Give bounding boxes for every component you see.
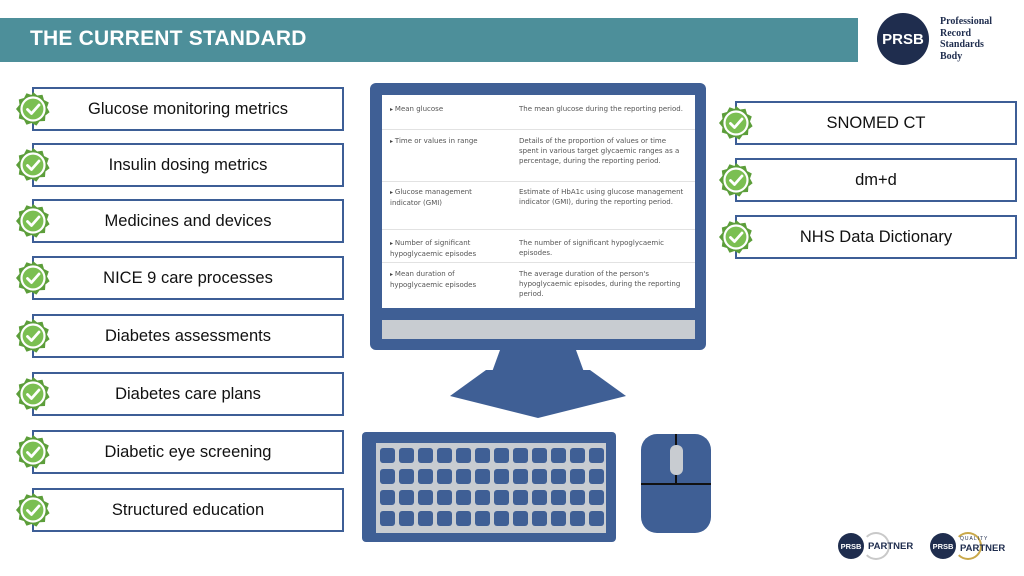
partner-ring	[862, 532, 890, 560]
keyboard-key	[380, 511, 395, 526]
keyboard-key	[589, 490, 604, 505]
keyboard-key	[494, 469, 509, 484]
logo-wordmark: Professional Record Standards Body	[940, 16, 1020, 62]
terminology-item-nhs-data-dictionary: NHS Data Dictionary	[735, 215, 1017, 259]
keyboard-key	[494, 448, 509, 463]
standard-item-structured-education: Structured education	[32, 488, 344, 532]
standard-item-eye-screening: Diabetic eye screening	[32, 430, 344, 474]
screen-definition: Details of the proportion of values or t…	[519, 137, 680, 165]
monitor-screen: Mean glucose The mean glucose during the…	[382, 95, 695, 308]
keyboard-key	[513, 490, 528, 505]
screen-row: Mean duration of hypoglycaemic episodes …	[382, 269, 695, 303]
quality-partner-label: PARTNER	[960, 543, 1006, 554]
keyboard-key	[475, 469, 490, 484]
keyboard-key	[437, 511, 452, 526]
keyboard-key	[551, 448, 566, 463]
logo-line: Standards	[940, 39, 984, 50]
keyboard-key	[399, 490, 414, 505]
title-bar: THE CURRENT STANDARD	[0, 18, 858, 62]
terminology-item-dmd: dm+d	[735, 158, 1017, 202]
keyboard-key	[570, 448, 585, 463]
logo-line: Professional	[940, 16, 993, 27]
screen-term: Mean duration of hypoglycaemic episodes	[390, 269, 498, 290]
screen-term: Time or values in range	[390, 136, 498, 147]
keyboard-key	[475, 490, 490, 505]
mouse-illustration	[641, 434, 711, 533]
screen-definition: The average duration of the person's hyp…	[519, 270, 681, 298]
logo-line: Body	[940, 50, 963, 62]
keyboard-key	[380, 448, 395, 463]
terminology-item-snomed: SNOMED CT	[735, 101, 1017, 145]
standard-item-diabetes-care-plans: Diabetes care plans	[32, 372, 344, 416]
standard-item-diabetes-assessments: Diabetes assessments	[32, 314, 344, 358]
quality-ring	[954, 532, 982, 560]
standard-item-medicines-devices: Medicines and devices	[32, 199, 344, 243]
keyboard-key	[513, 448, 528, 463]
partner-label: PARTNER	[868, 541, 914, 552]
keyboard-key	[456, 490, 471, 505]
screen-term: Glucose management indicator (GMI)	[390, 187, 498, 208]
screen-row: Glucose management indicator (GMI) Estim…	[382, 187, 695, 230]
keyboard-key	[494, 511, 509, 526]
keyboard-key	[532, 448, 547, 463]
logo-line: Record	[940, 27, 972, 39]
keyboard-key	[437, 469, 452, 484]
keyboard-key	[418, 448, 433, 463]
screen-definition: Estimate of HbA1c using glucose manageme…	[519, 188, 684, 206]
keyboard-key	[380, 490, 395, 505]
keyboard-key	[399, 511, 414, 526]
standard-item-insulin-dosing: Insulin dosing metrics	[32, 143, 344, 187]
keyboard-key	[589, 448, 604, 463]
keyboard-key	[456, 448, 471, 463]
keyboard-key	[513, 511, 528, 526]
keyboard-key	[475, 511, 490, 526]
quality-partner-logo: PRSB QUALITY PARTNER	[930, 532, 1016, 560]
monitor-neck	[492, 350, 584, 372]
keyboard-key	[418, 469, 433, 484]
keyboard-key	[513, 469, 528, 484]
standard-item-glucose-monitoring: Glucose monitoring metrics	[32, 87, 344, 131]
logo-mark: PRSB	[882, 30, 924, 48]
keyboard-key	[570, 511, 585, 526]
keyboard-key	[399, 469, 414, 484]
keyboard-key	[456, 511, 471, 526]
keyboard-key	[551, 511, 566, 526]
keyboard-keys	[376, 443, 606, 533]
keyboard-key	[475, 448, 490, 463]
monitor-screen-bar	[382, 320, 695, 339]
keyboard-key	[532, 511, 547, 526]
standard-item-nice-care-processes: NICE 9 care processes	[32, 256, 344, 300]
screen-row: Time or values in range Details of the p…	[382, 136, 695, 182]
screen-row: Number of significant hypoglycaemic epis…	[382, 238, 695, 263]
screen-definition: The mean glucose during the reporting pe…	[519, 105, 683, 113]
keyboard-key	[532, 469, 547, 484]
screen-term: Mean glucose	[390, 104, 498, 115]
keyboard-key	[437, 490, 452, 505]
keyboard-key	[418, 511, 433, 526]
keyboard-key	[399, 448, 414, 463]
keyboard-key	[551, 469, 566, 484]
keyboard-key	[380, 469, 395, 484]
keyboard-key	[570, 469, 585, 484]
keyboard-key	[589, 511, 604, 526]
monitor-base	[450, 370, 626, 418]
keyboard-key	[570, 490, 585, 505]
quality-mark: PRSB	[930, 533, 956, 559]
keyboard-key	[456, 469, 471, 484]
keyboard-key	[589, 469, 604, 484]
page-title: THE CURRENT STANDARD	[30, 27, 307, 50]
keyboard-key	[551, 490, 566, 505]
partner-logo: PRSB PARTNER	[838, 532, 920, 560]
keyboard-key	[494, 490, 509, 505]
screen-definition: The number of significant hypoglycaemic …	[519, 239, 665, 257]
partner-mark: PRSB	[838, 533, 864, 559]
prsb-logo: PRSB	[877, 13, 929, 65]
keyboard-key	[437, 448, 452, 463]
screen-row: Mean glucose The mean glucose during the…	[382, 104, 695, 130]
screen-term: Number of significant hypoglycaemic epis…	[390, 238, 498, 259]
quality-top-label: QUALITY	[960, 536, 989, 542]
keyboard-key	[418, 490, 433, 505]
keyboard-key	[532, 490, 547, 505]
